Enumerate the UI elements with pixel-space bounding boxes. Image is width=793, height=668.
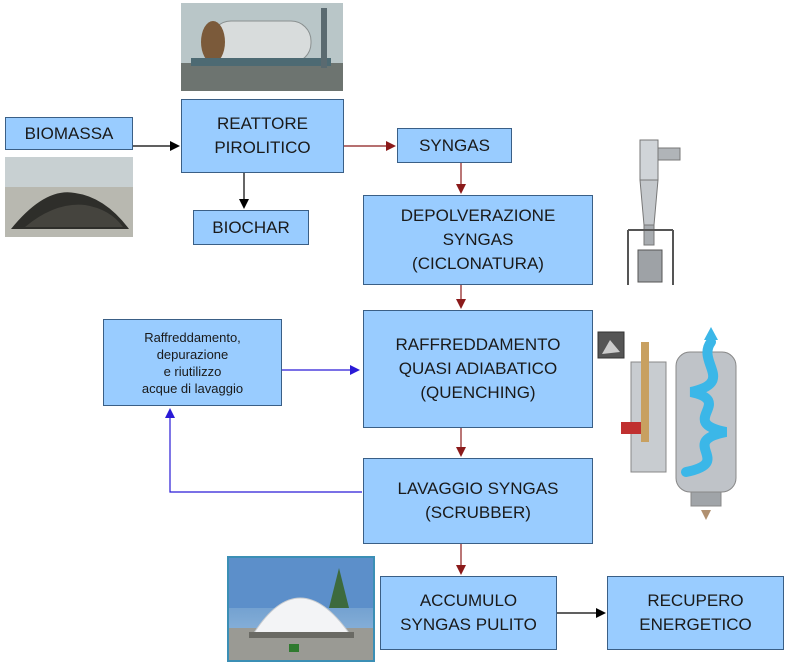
reactor-photo: [181, 3, 343, 91]
node-depolverazione[interactable]: DEPOLVERAZIONE SYNGAS (CICLONATURA): [363, 195, 593, 285]
dome-drawing: [229, 558, 373, 660]
node-recupero-energetico[interactable]: RECUPERO ENERGETICO: [607, 576, 784, 650]
node-reattore-pirolitico[interactable]: REATTORE PIROLITICO: [181, 99, 344, 173]
cyclone-separator-illustration: [618, 130, 688, 290]
biomass-drawing: [5, 157, 133, 237]
node-syngas[interactable]: SYNGAS: [397, 128, 512, 163]
reactor-drawing: [181, 3, 343, 91]
arrow-lavaggio-acque: [165, 408, 362, 493]
node-biomassa[interactable]: BIOMASSA: [5, 117, 133, 150]
node-acque-lavaggio[interactable]: Raffreddamento, depurazione e riutilizzo…: [103, 319, 282, 406]
node-lavaggio-syngas[interactable]: LAVAGGIO SYNGAS (SCRUBBER): [363, 458, 593, 544]
quench-tower-illustration: [596, 322, 756, 522]
node-accumulo[interactable]: ACCUMULO SYNGAS PULITO: [380, 576, 557, 650]
biomass-pile-photo: [5, 157, 133, 237]
node-raffreddamento[interactable]: RAFFREDDAMENTO QUASI ADIABATICO (QUENCHI…: [363, 310, 593, 428]
node-biochar[interactable]: BIOCHAR: [193, 210, 309, 245]
gas-holder-dome-photo: [227, 556, 375, 662]
cyclone-drawing: [627, 139, 681, 285]
quench-drawing: [597, 327, 737, 520]
